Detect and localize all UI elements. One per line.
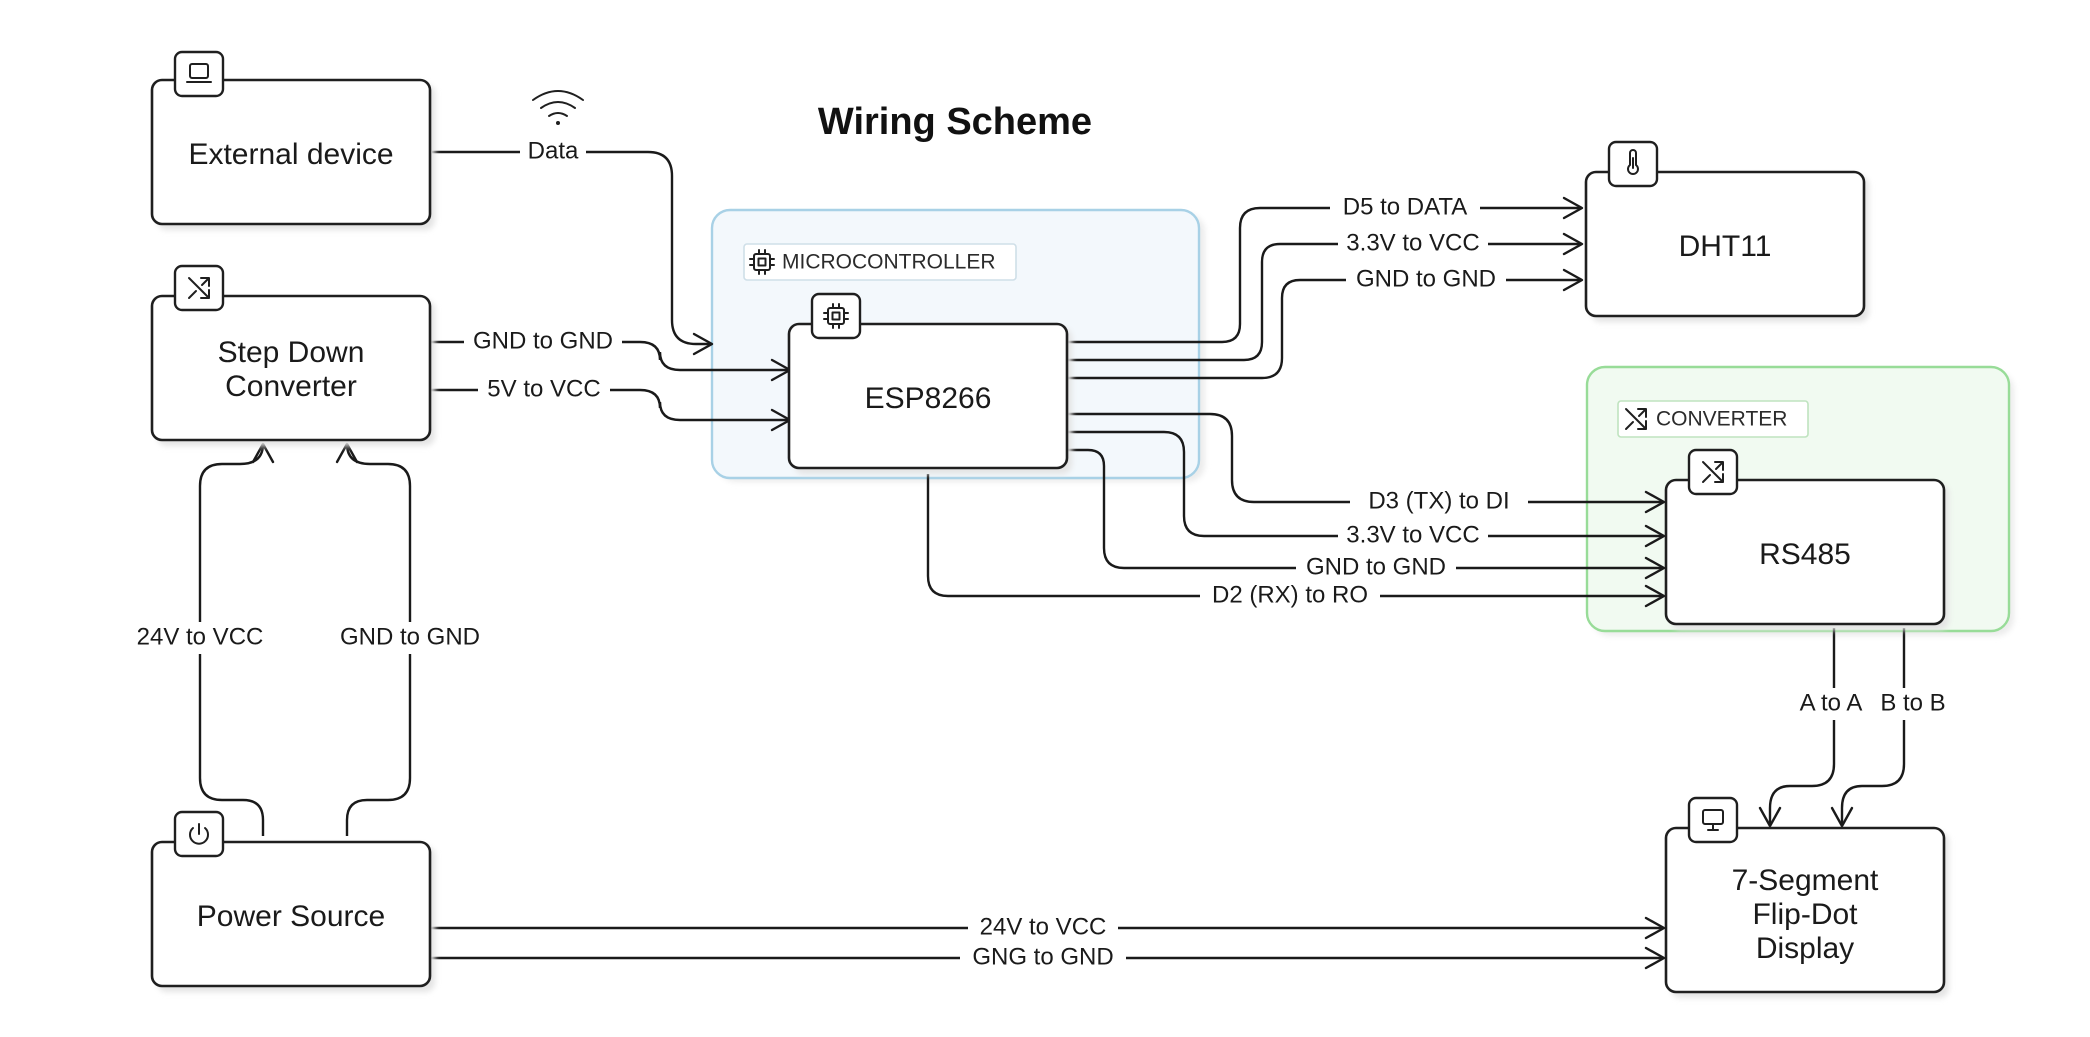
edge-sd-gnd: [430, 340, 790, 372]
chip-icon: [823, 303, 849, 329]
node-step-down[interactable]: Step Down Converter: [150, 264, 435, 446]
edge-d5: [1067, 206, 1582, 344]
display-label-line1: 7-Segment: [1732, 864, 1879, 897]
display-label-line3: Display: [1756, 932, 1854, 965]
edge-a: [1768, 628, 1836, 826]
label-rs-vcc: 3.3V to VCC: [1346, 521, 1479, 548]
node-dht11[interactable]: DHT11: [1584, 140, 1869, 322]
microcontroller-tag: MICROCONTROLLER: [782, 251, 996, 274]
converter-tag: CONVERTER: [1656, 408, 1787, 431]
wifi-icon: [532, 90, 584, 125]
shuffle-icon: [1702, 461, 1724, 483]
label-sd-5v: 5V to VCC: [487, 375, 600, 402]
label-ps-24v: 24V to VCC: [137, 623, 264, 650]
edge-ps-gnd: [345, 443, 412, 836]
edge-ps-24v: [198, 443, 265, 836]
shuffle-icon: [188, 277, 210, 299]
edge-d2: [926, 474, 1664, 598]
node-external-device[interactable]: External device: [150, 50, 435, 230]
dht11-label: DHT11: [1679, 230, 1772, 263]
shuffle-icon: [1625, 408, 1647, 430]
label-d2: D2 (RX) to RO: [1212, 581, 1368, 608]
node-rs485[interactable]: RS485: [1664, 448, 1949, 630]
rs485-label: RS485: [1759, 538, 1851, 571]
esp8266-label: ESP8266: [865, 382, 992, 415]
edge-sd-5v: [430, 388, 790, 422]
edge-dht-vcc: [1067, 242, 1582, 362]
monitor-icon: [1702, 809, 1724, 831]
label-d3: D3 (TX) to DI: [1368, 487, 1509, 514]
edge-b: [1840, 628, 1906, 826]
power-source-label: Power Source: [197, 900, 385, 933]
label-disp-24v: 24V to VCC: [980, 913, 1107, 940]
label-dht-gnd: GND to GND: [1356, 265, 1496, 292]
node-power-source[interactable]: Power Source: [150, 810, 435, 992]
label-sd-gnd: GND to GND: [473, 327, 613, 354]
edge-labels: Data GND to GND 5V to VCC 24V to VCC GND…: [128, 90, 1954, 974]
node-display[interactable]: 7-Segment Flip-Dot Display: [1664, 796, 1949, 998]
label-disp-gnd: GNG to GND: [972, 943, 1113, 970]
label-a: A to A: [1800, 689, 1863, 716]
display-label-line2: Flip-Dot: [1752, 898, 1858, 931]
node-esp8266[interactable]: ESP8266: [787, 292, 1072, 474]
thermometer-icon: [1627, 149, 1639, 175]
label-d5: D5 to DATA: [1343, 193, 1467, 220]
label-ps-gnd: GND to GND: [340, 623, 480, 650]
diagram-title: Wiring Scheme: [818, 101, 1092, 143]
label-data: Data: [528, 137, 579, 164]
label-rs-gnd: GND to GND: [1306, 553, 1446, 580]
edge-rs-vcc: [1067, 430, 1664, 538]
label-b: B to B: [1880, 689, 1945, 716]
edge-data: [432, 150, 712, 346]
power-icon: [189, 823, 209, 845]
step-down-label-line2: Converter: [225, 370, 357, 403]
edge-d3: [1067, 412, 1664, 504]
chip-icon: [749, 249, 775, 275]
laptop-icon: [186, 63, 212, 83]
label-dht-vcc: 3.3V to VCC: [1346, 229, 1479, 256]
external-device-label: External device: [188, 138, 393, 171]
edge-dht-gnd: [1067, 278, 1582, 380]
edge-rs-gnd: [1067, 448, 1664, 570]
step-down-label-line1: Step Down: [218, 336, 365, 369]
